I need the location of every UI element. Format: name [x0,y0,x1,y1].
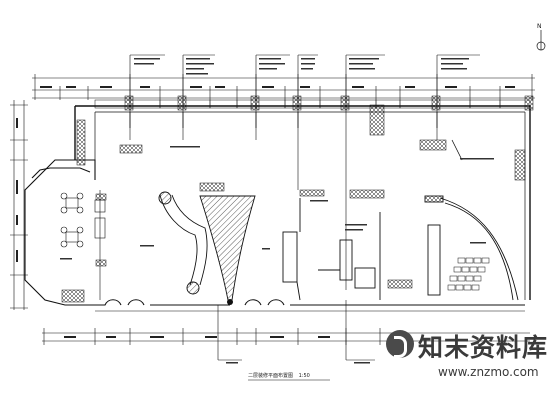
interior-partitions [282,198,441,301]
callout-text-marks [134,58,469,75]
bottom-leader-labels [226,362,370,364]
meeting-room [424,195,519,301]
meeting-seats [447,257,490,291]
top-dimension-numbers [40,86,515,88]
bottom-leaders [217,300,375,361]
room-label-marks [60,146,494,260]
column-marker [227,299,233,305]
north-arrow [536,30,546,51]
hatched-feature-wall [199,195,256,301]
caption-title: 二层装修平面布置图 [248,373,294,379]
watermark-url: www.znzmo.com [438,365,539,379]
drawing-caption: 二层装修平面布置图 1:50 [248,372,314,379]
left-dimension-numbers [16,118,18,262]
left-wing-walls [24,159,101,306]
bottom-dimension-numbers [64,336,330,338]
interior-top-marks [129,112,463,161]
reception-counter [158,191,208,295]
north-label: N [537,23,542,30]
left-dimension-lines [10,100,28,310]
bottom-dimension-lines [42,328,530,345]
stair-block [61,193,107,303]
watermark-logo-icon [386,330,414,358]
watermark-text: 知末资料库 [418,333,549,362]
bottom-facade [95,299,525,312]
structural-columns [76,95,534,289]
dining-sets [60,192,106,248]
facade-windows [94,99,531,109]
caption-scale: 1:50 [298,373,310,379]
top-dimension-lines [32,77,535,99]
